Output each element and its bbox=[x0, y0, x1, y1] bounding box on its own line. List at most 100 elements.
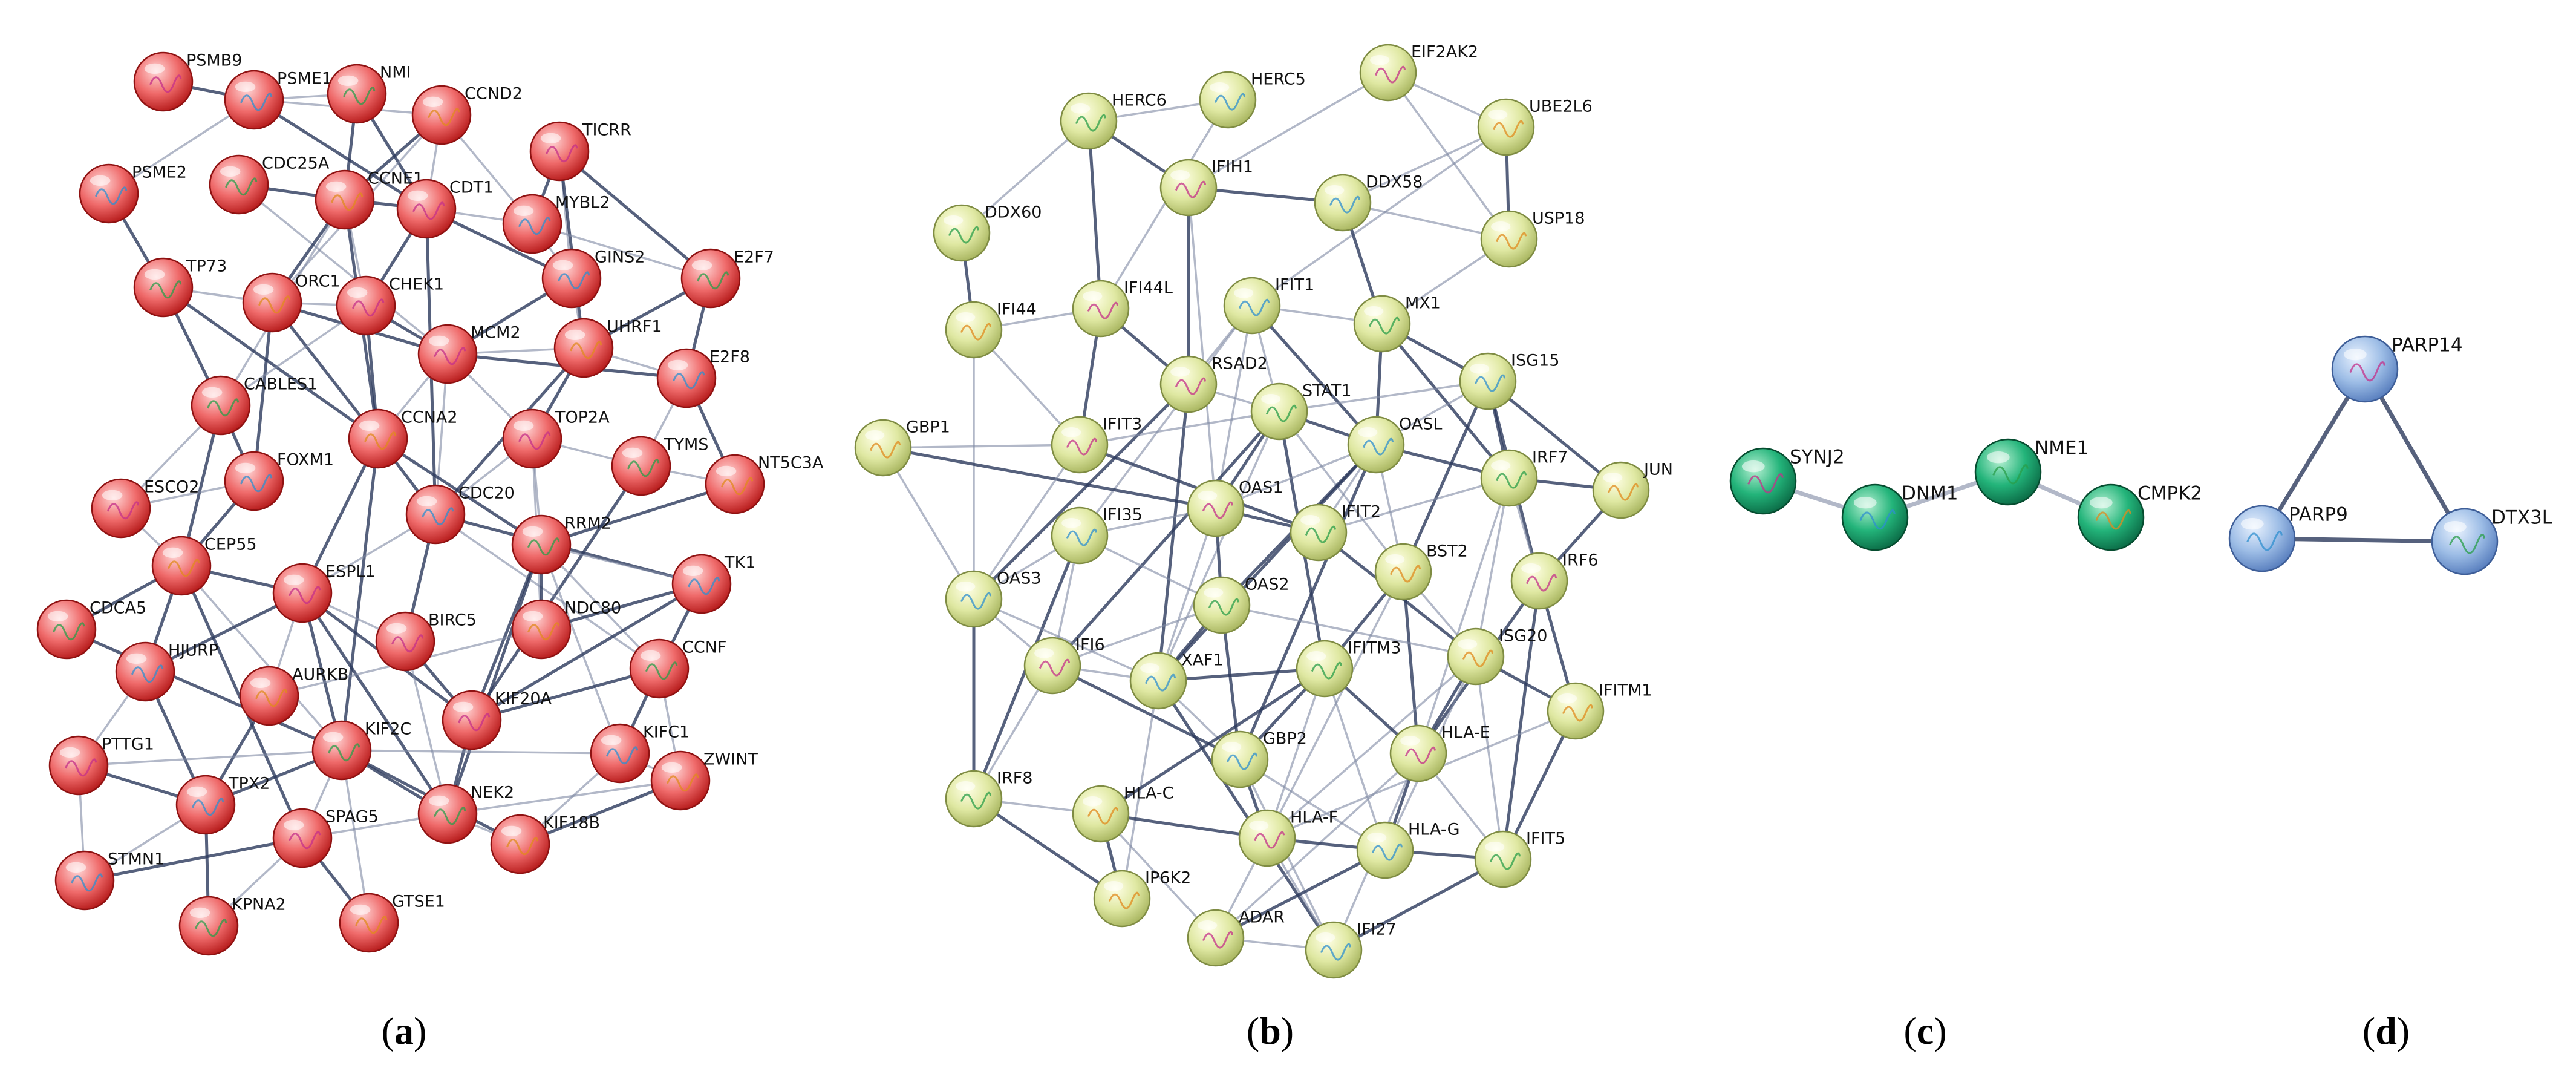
node-parp9[interactable]: PARP9 bbox=[2228, 503, 2348, 572]
node-ifih1[interactable]: IFIH1 bbox=[1159, 158, 1253, 217]
node-tyms[interactable]: TYMS bbox=[611, 436, 708, 496]
node-cmpk2[interactable]: CMPK2 bbox=[2077, 482, 2202, 551]
node-ccna2[interactable]: CCNA2 bbox=[348, 408, 458, 469]
node-kif20a[interactable]: KIF20A bbox=[442, 690, 552, 750]
node-ifi35[interactable]: IFI35 bbox=[1051, 506, 1143, 565]
node-ifi6[interactable]: IFI6 bbox=[1023, 636, 1105, 695]
node-hla-f[interactable]: HLA-F bbox=[1238, 808, 1338, 867]
node-nmi[interactable]: NMI bbox=[327, 64, 411, 124]
node-oas3[interactable]: OAS3 bbox=[945, 569, 1042, 628]
node-usp18[interactable]: USP18 bbox=[1480, 209, 1585, 268]
node-e2f7[interactable]: E2F7 bbox=[680, 248, 774, 309]
node-birc5[interactable]: BIRC5 bbox=[375, 611, 477, 672]
node-gins2[interactable]: GINS2 bbox=[541, 248, 645, 309]
node-irf8[interactable]: IRF8 bbox=[945, 769, 1032, 828]
node-top2a[interactable]: TOP2A bbox=[502, 408, 610, 469]
node-gtse1[interactable]: GTSE1 bbox=[339, 893, 445, 953]
node-nt5c3a[interactable]: NT5C3A bbox=[705, 454, 824, 514]
node-ifit1[interactable]: IFIT1 bbox=[1223, 276, 1314, 335]
node-herc5[interactable]: HERC5 bbox=[1199, 70, 1306, 129]
node-cep55[interactable]: CEP55 bbox=[151, 536, 257, 596]
node-psme1[interactable]: PSME1 bbox=[224, 70, 332, 130]
node-ifit2[interactable]: IFIT2 bbox=[1290, 503, 1381, 562]
node-psme2[interactable]: PSME2 bbox=[79, 163, 187, 224]
node-cables1[interactable]: CABLES1 bbox=[191, 375, 318, 436]
node-hla-g[interactable]: HLA-G bbox=[1356, 821, 1460, 879]
sphere-highlight bbox=[956, 582, 976, 592]
node-rrm2[interactable]: RRM2 bbox=[511, 514, 611, 575]
node-bst2[interactable]: BST2 bbox=[1374, 542, 1468, 601]
node-spag5[interactable]: SPAG5 bbox=[272, 808, 379, 868]
node-oasl[interactable]: OASL bbox=[1347, 415, 1442, 474]
node-e2f8[interactable]: E2F8 bbox=[656, 348, 750, 408]
node-cdt1[interactable]: CDT1 bbox=[396, 179, 494, 239]
node-ifit3[interactable]: IFIT3 bbox=[1051, 415, 1142, 474]
node-gbp2[interactable]: GBP2 bbox=[1211, 730, 1307, 788]
node-ifitm3[interactable]: IFITM3 bbox=[1296, 639, 1401, 698]
node-adar[interactable]: ADAR bbox=[1187, 908, 1285, 967]
node-gbp1[interactable]: GBP1 bbox=[854, 418, 950, 477]
node-ddx60[interactable]: DDX60 bbox=[933, 203, 1042, 262]
node-ifitm1[interactable]: IFITM1 bbox=[1547, 681, 1652, 740]
node-herc6[interactable]: HERC6 bbox=[1060, 91, 1167, 150]
node-eif2ak2[interactable]: EIF2AK2 bbox=[1359, 43, 1478, 102]
node-irf6[interactable]: IRF6 bbox=[1510, 551, 1598, 610]
node-stat1[interactable]: STAT1 bbox=[1250, 382, 1352, 441]
node-pttg1[interactable]: PTTG1 bbox=[48, 735, 154, 796]
node-xaf1[interactable]: XAF1 bbox=[1129, 651, 1224, 710]
node-rsad2[interactable]: RSAD2 bbox=[1159, 355, 1268, 413]
node-hla-e[interactable]: HLA-E bbox=[1389, 724, 1490, 782]
node-irf7[interactable]: IRF7 bbox=[1480, 448, 1568, 507]
node-ifi27[interactable]: IFI27 bbox=[1305, 920, 1397, 979]
node-kif18b[interactable]: KIF18B bbox=[490, 814, 600, 874]
node-kif2c[interactable]: KIF2C bbox=[311, 720, 411, 781]
node-ticrr[interactable]: TICRR bbox=[529, 121, 631, 182]
node-cdca5[interactable]: CDCA5 bbox=[36, 599, 146, 660]
node-ifi44[interactable]: IFI44 bbox=[945, 300, 1037, 359]
node-foxm1[interactable]: FOXM1 bbox=[224, 451, 334, 511]
node-zwint[interactable]: ZWINT bbox=[650, 750, 758, 811]
node-label: CDCA5 bbox=[90, 599, 146, 618]
node-jun[interactable]: JUN bbox=[1592, 460, 1673, 519]
node-ccnf[interactable]: CCNF bbox=[629, 638, 726, 699]
node-chek1[interactable]: CHEK1 bbox=[336, 275, 444, 336]
node-hjurp[interactable]: HJURP bbox=[115, 641, 218, 702]
node-ddx58[interactable]: DDX58 bbox=[1314, 173, 1423, 232]
node-isg20[interactable]: ISG20 bbox=[1447, 627, 1547, 686]
node-kifc1[interactable]: KIFC1 bbox=[590, 723, 690, 784]
node-isg15[interactable]: ISG15 bbox=[1459, 352, 1559, 410]
node-ndc80[interactable]: NDC80 bbox=[511, 599, 621, 660]
node-nme1[interactable]: NME1 bbox=[1974, 437, 2089, 506]
node-ifi44l[interactable]: IFI44L bbox=[1072, 279, 1173, 338]
node-aurkb[interactable]: AURKB bbox=[239, 666, 348, 726]
node-tp73[interactable]: TP73 bbox=[133, 257, 227, 318]
node-cdc25a[interactable]: CDC25A bbox=[209, 154, 330, 215]
node-dnm1[interactable]: DNM1 bbox=[1841, 482, 1958, 551]
node-synj2[interactable]: SYNJ2 bbox=[1729, 446, 1845, 515]
node-psmb9[interactable]: PSMB9 bbox=[133, 51, 242, 112]
node-esco2[interactable]: ESCO2 bbox=[91, 478, 199, 539]
node-cdc20[interactable]: CDC20 bbox=[405, 484, 515, 545]
node-tpx2[interactable]: TPX2 bbox=[175, 775, 270, 835]
node-dtx3l[interactable]: DTX3L bbox=[2431, 506, 2553, 575]
node-hla-c[interactable]: HLA-C bbox=[1072, 784, 1173, 843]
node-oas2[interactable]: OAS2 bbox=[1193, 575, 1290, 634]
node-orc1[interactable]: ORC1 bbox=[242, 272, 341, 333]
node-uhrf1[interactable]: UHRF1 bbox=[553, 318, 662, 378]
node-ip6k2[interactable]: IP6K2 bbox=[1093, 869, 1191, 928]
node-espl1[interactable]: ESPL1 bbox=[272, 563, 376, 623]
node-mx1[interactable]: MX1 bbox=[1353, 294, 1441, 353]
node-kpna2[interactable]: KPNA2 bbox=[178, 896, 286, 956]
node-ccnd2[interactable]: CCND2 bbox=[411, 85, 523, 145]
node-oas1[interactable]: OAS1 bbox=[1187, 479, 1283, 537]
node-parp14[interactable]: PARP14 bbox=[2331, 334, 2463, 403]
node-ifit5[interactable]: IFIT5 bbox=[1474, 830, 1565, 888]
node-nek2[interactable]: NEK2 bbox=[417, 784, 514, 844]
node-mcm2[interactable]: MCM2 bbox=[417, 324, 521, 384]
sphere-highlight bbox=[1234, 288, 1254, 298]
node-tk1[interactable]: TK1 bbox=[671, 554, 755, 614]
node-ube2l6[interactable]: UBE2L6 bbox=[1477, 97, 1593, 156]
node-mybl2[interactable]: MYBL2 bbox=[502, 194, 610, 254]
edge-BST2-HLA-E bbox=[1401, 570, 1420, 755]
node-stmn1[interactable]: STMN1 bbox=[54, 850, 165, 911]
